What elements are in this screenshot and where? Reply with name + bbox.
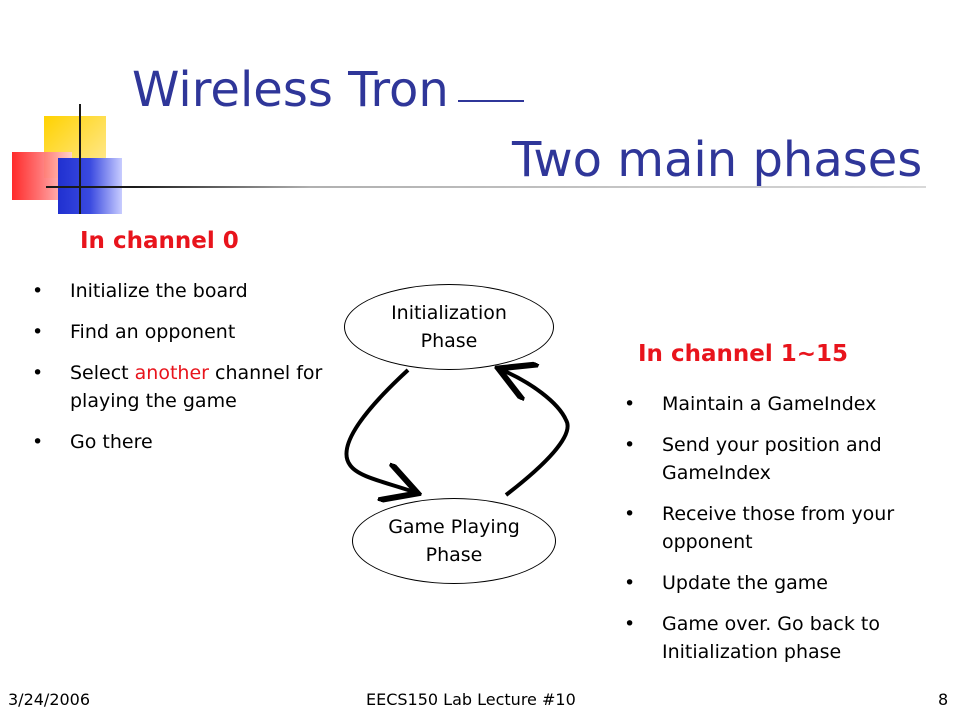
title-dash [458,100,524,102]
slide-title-line1: Wireless Tron [132,62,449,118]
phase-diagram [344,270,570,610]
highlight-text: another [134,362,209,384]
list-item-text: Find an opponent [70,321,236,343]
arrow-to-init-phase [502,370,570,497]
node-label: Initialization [391,302,507,324]
list-item: Initialize the board [32,277,332,305]
right-section-heading: In channel 1~15 [638,341,848,367]
list-item-text: Game over. Go back to Initialization pha… [662,613,880,663]
list-item-text: Send your position and GameIndex [662,434,882,484]
footer-date: 3/24/2006 [8,690,91,709]
list-item-text: Initialize the board [70,280,248,302]
list-item: Update the game [624,569,924,597]
list-item: Go there [32,428,332,456]
node-label: Phase [425,544,483,566]
list-item: Maintain a GameIndex [624,390,924,418]
list-item-text: Update the game [662,572,828,594]
list-item-text: Receive those from your opponent [662,503,895,553]
list-item-text: channel for playing the game [70,362,323,412]
page-number: 8 [938,690,949,709]
list-item: Find an opponent [32,318,332,346]
node-label: Game Playing [388,516,520,538]
list-item-text: Maintain a GameIndex [662,393,877,415]
logo-vertical-line [79,104,81,214]
list-item-text: Go there [70,431,153,453]
footer-title: EECS150 Lab Lecture #10 [366,690,576,709]
list-item: Send your position and GameIndex [624,431,924,487]
left-section-heading: In channel 0 [80,228,239,254]
list-item: Game over. Go back to Initialization pha… [624,610,924,666]
title-rule [46,186,926,188]
list-item: Receive those from your opponent [624,500,924,556]
slide-title-line2: Two main phases [512,132,923,188]
node-label: Phase [420,330,478,352]
right-bullet-list: Maintain a GameIndex Send your position … [624,390,924,666]
list-item: Select another channel for playing the g… [32,359,332,415]
left-bullet-list: Initialize the board Find an opponent Se… [32,277,332,456]
list-item-text: Select [70,362,135,384]
arrow-to-game-phase [344,368,414,492]
